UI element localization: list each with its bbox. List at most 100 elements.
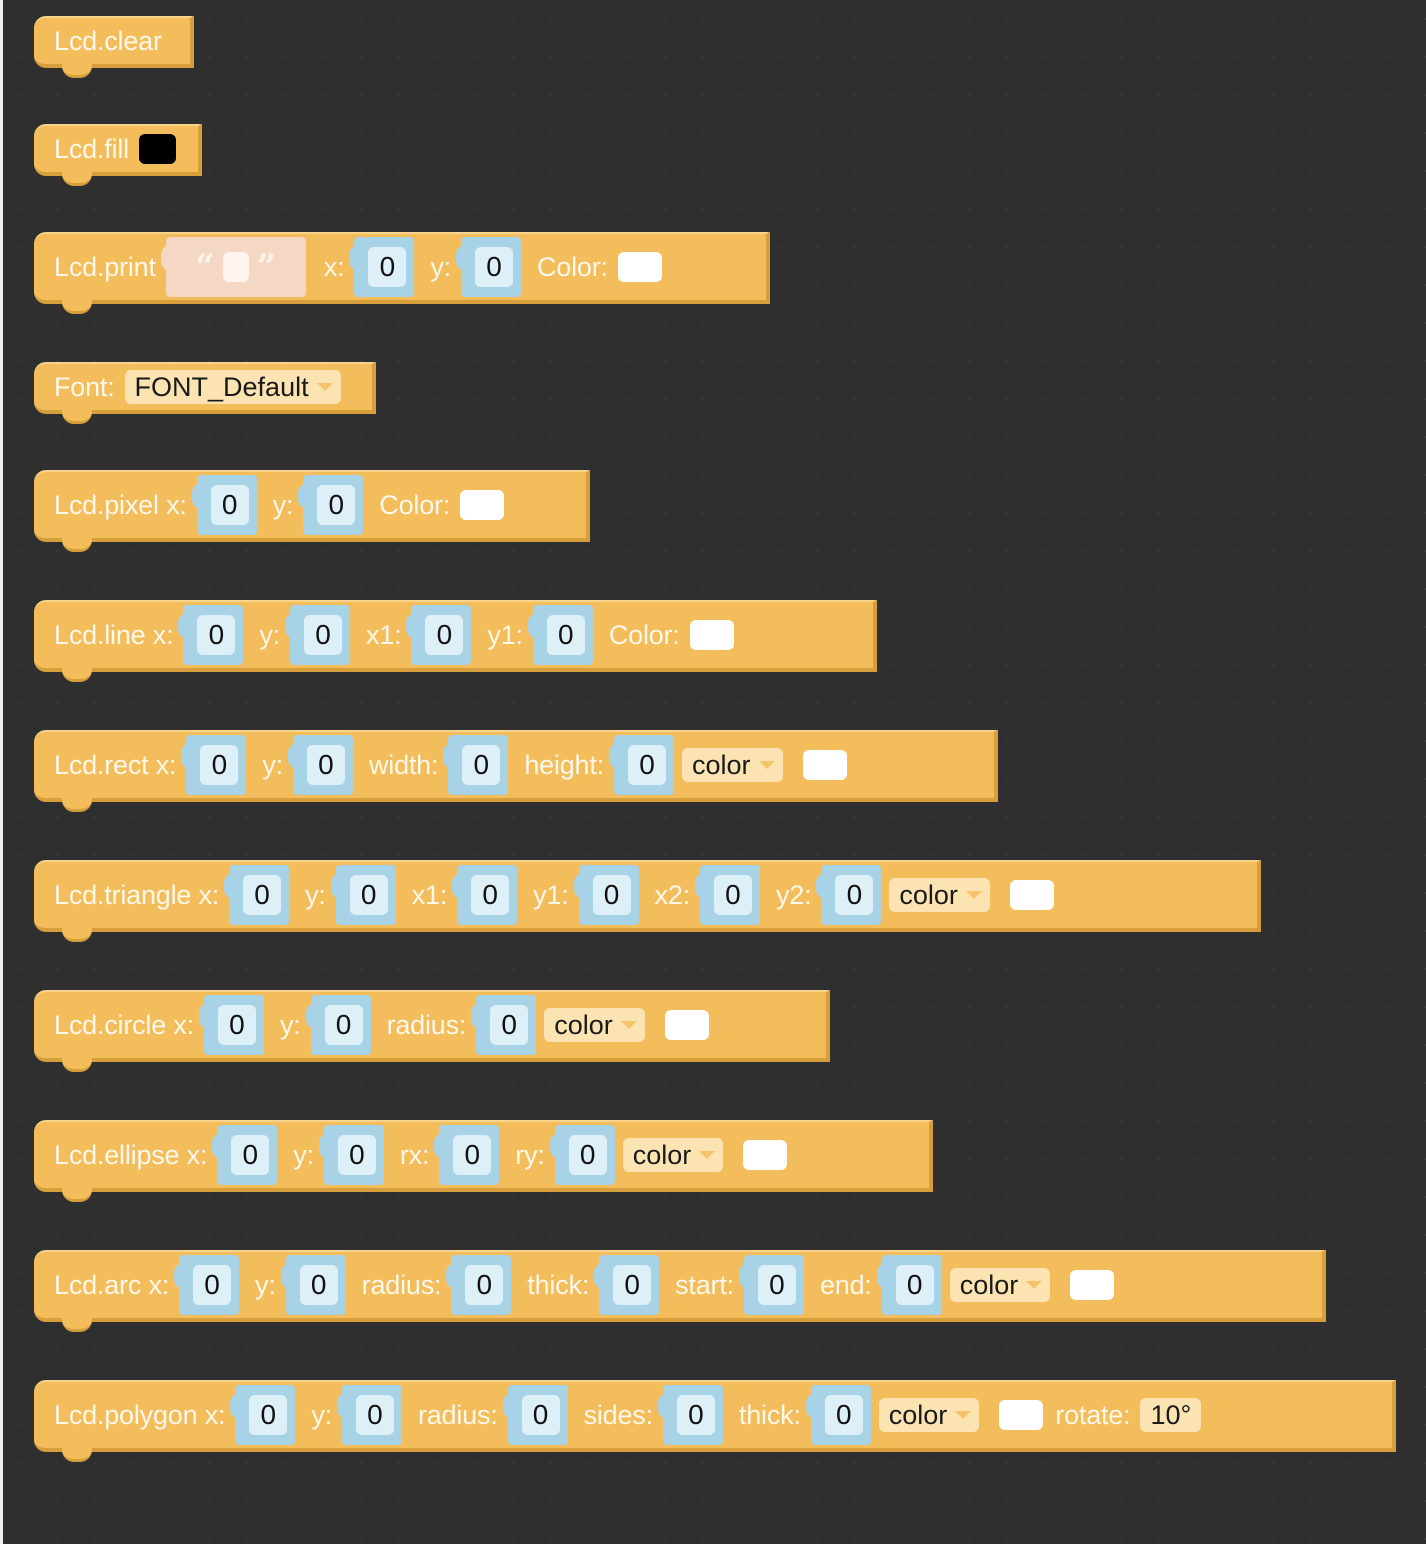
color-mode-dropdown[interactable]: color (878, 1398, 980, 1432)
x1-number-socket[interactable]: 0 (406, 605, 472, 665)
text-string-field[interactable] (222, 252, 249, 282)
end-number-socket[interactable]: 0 (876, 1255, 942, 1315)
thick-number-socket[interactable]: 0 (805, 1385, 871, 1445)
ry-value[interactable]: 0 (568, 1135, 607, 1175)
x1-number-socket[interactable]: 0 (452, 865, 518, 925)
y-value[interactable]: 0 (324, 1005, 363, 1045)
y-number-socket[interactable]: 0 (305, 995, 371, 1055)
radius-number-socket[interactable]: 0 (502, 1385, 568, 1445)
color-mode-dropdown[interactable]: color (949, 1268, 1051, 1302)
x-value[interactable]: 0 (243, 875, 282, 915)
y-value[interactable]: 0 (303, 615, 342, 655)
x-value[interactable]: 0 (197, 615, 236, 655)
text-string-block[interactable]: “ ” (160, 237, 306, 297)
block-lcd-rect[interactable]: Lcd.rect x: 0 y: 0 width: 0 height: 0 co… (34, 730, 998, 812)
y-number-socket[interactable]: 0 (280, 1255, 346, 1315)
y-value[interactable]: 0 (299, 1265, 338, 1305)
color-swatch[interactable] (802, 750, 847, 780)
color-swatch[interactable] (617, 252, 662, 282)
color-mode-dropdown[interactable]: color (622, 1138, 724, 1172)
color-swatch[interactable] (138, 134, 176, 164)
y-value[interactable]: 0 (317, 485, 356, 525)
radius-value[interactable]: 0 (465, 1265, 504, 1305)
y-number-socket[interactable]: 0 (318, 1125, 384, 1185)
y-value[interactable]: 0 (355, 1395, 394, 1435)
x-number-socket[interactable]: 0 (212, 1125, 278, 1185)
block-lcd-print[interactable]: Lcd.print “ ” x: 0 y: 0 Color: (34, 232, 770, 314)
x1-value[interactable]: 0 (471, 875, 510, 915)
y-number-socket[interactable]: 0 (284, 605, 350, 665)
color-swatch[interactable] (460, 490, 505, 520)
block-lcd-clear[interactable]: Lcd.clear (34, 16, 194, 78)
radius-value[interactable]: 0 (490, 1005, 529, 1045)
x-value[interactable]: 0 (193, 1265, 232, 1305)
block-lcd-triangle[interactable]: Lcd.triangle x: 0 y: 0 x1: 0 y1: 0 x2: 0… (34, 860, 1261, 942)
block-font[interactable]: Font: FONT_Default (34, 362, 376, 424)
block-lcd-pixel[interactable]: Lcd.pixel x: 0 y: 0 Color: (34, 470, 590, 552)
x2-number-socket[interactable]: 0 (694, 865, 760, 925)
x-value[interactable]: 0 (210, 485, 249, 525)
y-value[interactable]: 0 (474, 247, 513, 287)
block-lcd-circle[interactable]: Lcd.circle x: 0 y: 0 radius: 0 color (34, 990, 830, 1072)
x-number-socket[interactable]: 0 (230, 1385, 296, 1445)
x-number-socket[interactable]: 0 (191, 475, 257, 535)
y1-number-socket[interactable]: 0 (527, 605, 593, 665)
thick-number-socket[interactable]: 0 (594, 1255, 660, 1315)
thick-value[interactable]: 0 (613, 1265, 652, 1305)
block-lcd-fill[interactable]: Lcd.fill (34, 124, 202, 186)
block-lcd-ellipse[interactable]: Lcd.ellipse x: 0 y: 0 rx: 0 ry: 0 color (34, 1120, 933, 1202)
x2-value[interactable]: 0 (713, 875, 752, 915)
x-value[interactable]: 0 (231, 1135, 270, 1175)
x-value[interactable]: 0 (200, 745, 239, 785)
color-mode-dropdown[interactable]: color (681, 748, 783, 782)
y-number-socket[interactable]: 0 (330, 865, 396, 925)
y1-number-socket[interactable]: 0 (573, 865, 639, 925)
y-number-socket[interactable]: 0 (336, 1385, 402, 1445)
color-swatch[interactable] (689, 620, 734, 650)
x-value[interactable]: 0 (368, 247, 407, 287)
height-value[interactable]: 0 (627, 745, 666, 785)
x-number-socket[interactable]: 0 (181, 735, 247, 795)
sides-number-socket[interactable]: 0 (657, 1385, 723, 1445)
y2-number-socket[interactable]: 0 (816, 865, 882, 925)
color-swatch[interactable] (664, 1010, 709, 1040)
x-number-socket[interactable]: 0 (349, 237, 415, 297)
x-value[interactable]: 0 (217, 1005, 256, 1045)
height-number-socket[interactable]: 0 (608, 735, 674, 795)
thick-value[interactable]: 0 (824, 1395, 863, 1435)
x-value[interactable]: 0 (249, 1395, 288, 1435)
start-number-socket[interactable]: 0 (738, 1255, 804, 1315)
x1-value[interactable]: 0 (425, 615, 464, 655)
color-swatch[interactable] (743, 1140, 788, 1170)
end-value[interactable]: 0 (895, 1265, 934, 1305)
width-number-socket[interactable]: 0 (443, 735, 509, 795)
rx-value[interactable]: 0 (453, 1135, 492, 1175)
rotate-angle-field[interactable]: 10° (1140, 1398, 1202, 1432)
y1-value[interactable]: 0 (592, 875, 631, 915)
y1-value[interactable]: 0 (546, 615, 585, 655)
font-dropdown[interactable]: FONT_Default (124, 370, 341, 404)
block-lcd-polygon[interactable]: Lcd.polygon x: 0 y: 0 radius: 0 sides: 0… (34, 1380, 1396, 1462)
x-number-socket[interactable]: 0 (198, 995, 264, 1055)
radius-value[interactable]: 0 (521, 1395, 560, 1435)
y-number-socket[interactable]: 0 (298, 475, 364, 535)
radius-number-socket[interactable]: 0 (446, 1255, 512, 1315)
start-value[interactable]: 0 (757, 1265, 796, 1305)
x-number-socket[interactable]: 0 (174, 1255, 240, 1315)
color-mode-dropdown[interactable]: color (544, 1008, 645, 1042)
radius-number-socket[interactable]: 0 (471, 995, 537, 1055)
rx-number-socket[interactable]: 0 (434, 1125, 500, 1185)
color-swatch[interactable] (1009, 880, 1054, 910)
y-value[interactable]: 0 (337, 1135, 376, 1175)
block-lcd-line[interactable]: Lcd.line x: 0 y: 0 x1: 0 y1: 0 Color: (34, 600, 877, 682)
color-mode-dropdown[interactable]: color (889, 878, 990, 912)
ry-number-socket[interactable]: 0 (549, 1125, 615, 1185)
width-value[interactable]: 0 (462, 745, 501, 785)
color-swatch[interactable] (999, 1400, 1044, 1430)
color-swatch[interactable] (1070, 1270, 1115, 1300)
y2-value[interactable]: 0 (835, 875, 874, 915)
sides-value[interactable]: 0 (676, 1395, 715, 1435)
y-number-socket[interactable]: 0 (287, 735, 353, 795)
x-number-socket[interactable]: 0 (178, 605, 244, 665)
y-value[interactable]: 0 (306, 745, 345, 785)
